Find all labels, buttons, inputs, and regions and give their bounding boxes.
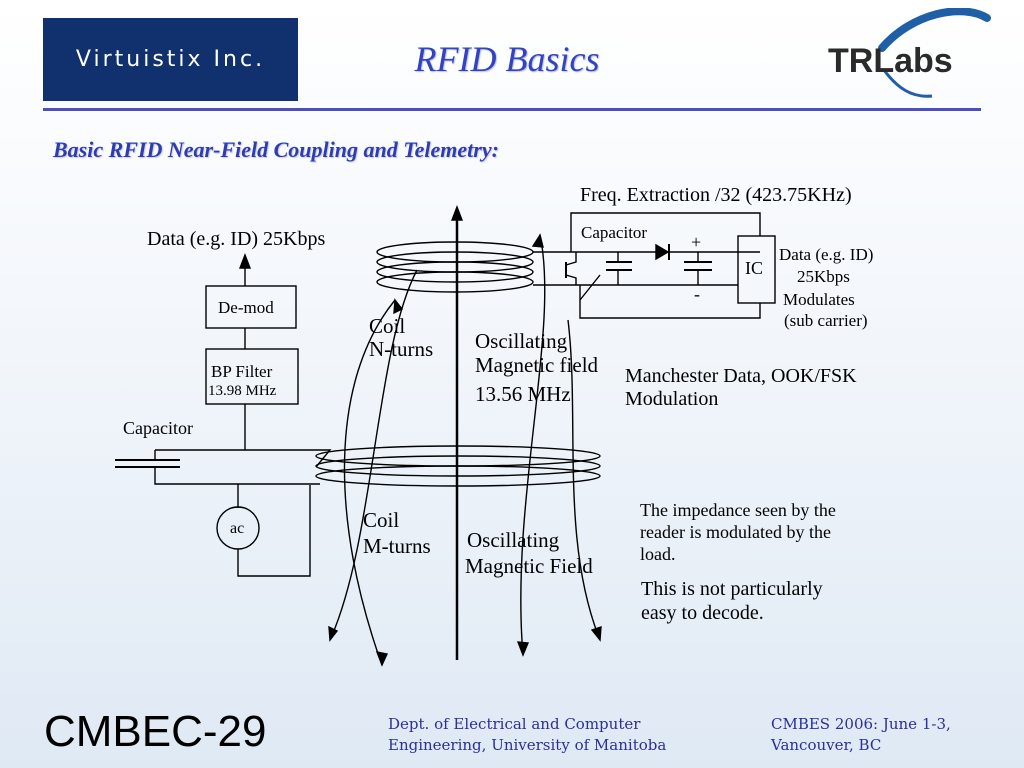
manchester-line1: Manchester Data, OOK/FSK	[625, 365, 857, 387]
trlabs-swoosh-icon	[878, 8, 991, 52]
conf-line1: CMBES 2006: June 1-3,	[771, 715, 951, 733]
axis-arrow-up-icon	[450, 205, 464, 221]
coil-m-label-line1: Coil	[363, 508, 399, 532]
bp-filter-block	[205, 348, 299, 405]
field-line-right-inner	[520, 234, 546, 656]
field-line-right-outer	[567, 319, 601, 641]
title-divider	[43, 108, 981, 111]
tag-capacitor-label: Capacitor	[581, 223, 647, 242]
slide-title: RFID Basics	[414, 39, 600, 79]
impedance-line2: reader is modulated by the	[640, 522, 831, 542]
decode-line1: This is not particularly	[641, 578, 823, 600]
coil-n-label-line1: Coil	[369, 314, 405, 338]
virtuistix-logo-text: Virtuistix Inc.	[75, 47, 266, 72]
manchester-line2: Modulation	[625, 388, 718, 410]
field-line-left-outer	[343, 299, 396, 666]
field-arrow-icon	[516, 641, 530, 657]
minus-label: -	[694, 284, 700, 304]
osc-top-line1: Oscillating	[475, 329, 568, 353]
dept-line2: Engineering, University of Manitoba	[388, 736, 667, 754]
field-arrow-icon	[590, 626, 602, 642]
virtuistix-logo: Virtuistix Inc.	[43, 18, 298, 101]
demod-label: De-mod	[218, 298, 274, 317]
plus-label: +	[691, 232, 701, 252]
tag-data-line2: 25Kbps	[797, 267, 850, 286]
coil-n-label-line2: N-turns	[369, 337, 433, 361]
osc-bottom-line1: Oscillating	[467, 528, 560, 552]
trlabs-swoosh-lower-icon	[882, 69, 933, 98]
demod-block	[205, 285, 297, 329]
coil-m-turn	[315, 465, 601, 487]
dept-line1: Dept. of Electrical and Computer	[388, 715, 641, 733]
dept-credit: Dept. of Electrical and Computer Enginee…	[388, 714, 666, 756]
section-subtitle: Basic RFID Near-Field Coupling and Telem…	[53, 137, 499, 162]
data-out-arrow-icon	[238, 253, 252, 269]
coil-n-turn	[376, 271, 534, 293]
impedance-line1: The impedance seen by the	[640, 500, 836, 520]
osc-bottom-line2: Magnetic Field	[465, 554, 593, 578]
field-arrow-icon	[328, 625, 339, 642]
field-arrow-icon	[375, 651, 389, 667]
reader-capacitor-label: Capacitor	[123, 418, 193, 438]
trlabs-logo-text: TRLabs	[828, 42, 953, 80]
osc-top-line3: 13.56 MHz	[475, 382, 571, 406]
slide-id: CMBEC-29	[44, 707, 267, 756]
conference-credit: CMBES 2006: June 1-3, Vancouver, BC	[771, 714, 951, 756]
bp-freq-label: 13.98 MHz	[208, 383, 277, 399]
field-arrow-icon	[393, 298, 404, 315]
impedance-line3: load.	[640, 544, 676, 564]
osc-top-line2: Magnetic field	[475, 353, 599, 377]
decode-line2: easy to decode.	[641, 602, 764, 624]
diode-icon	[655, 243, 670, 261]
field-arrow-icon	[531, 233, 544, 248]
tag-data-line3: Modulates	[783, 290, 855, 309]
coil-m-label-line2: M-turns	[363, 534, 431, 558]
reader-data-label: Data (e.g. ID) 25Kbps	[147, 228, 325, 250]
bp-filter-label: BP Filter	[211, 362, 273, 381]
ic-chip	[737, 235, 776, 304]
ac-label: ac	[230, 520, 244, 537]
modulation-control-line	[579, 274, 601, 301]
tag-data-line4: (sub carrier)	[784, 311, 868, 330]
conf-line2: Vancouver, BC	[771, 736, 882, 754]
trlabs-logo: TRLabs	[828, 8, 991, 98]
coil-n-turn	[376, 261, 534, 283]
tag-data-line1: Data (e.g. ID)	[779, 245, 873, 264]
freq-extraction-label: Freq. Extraction /32 (423.75KHz)	[580, 184, 852, 206]
ic-label: IC	[745, 258, 763, 278]
